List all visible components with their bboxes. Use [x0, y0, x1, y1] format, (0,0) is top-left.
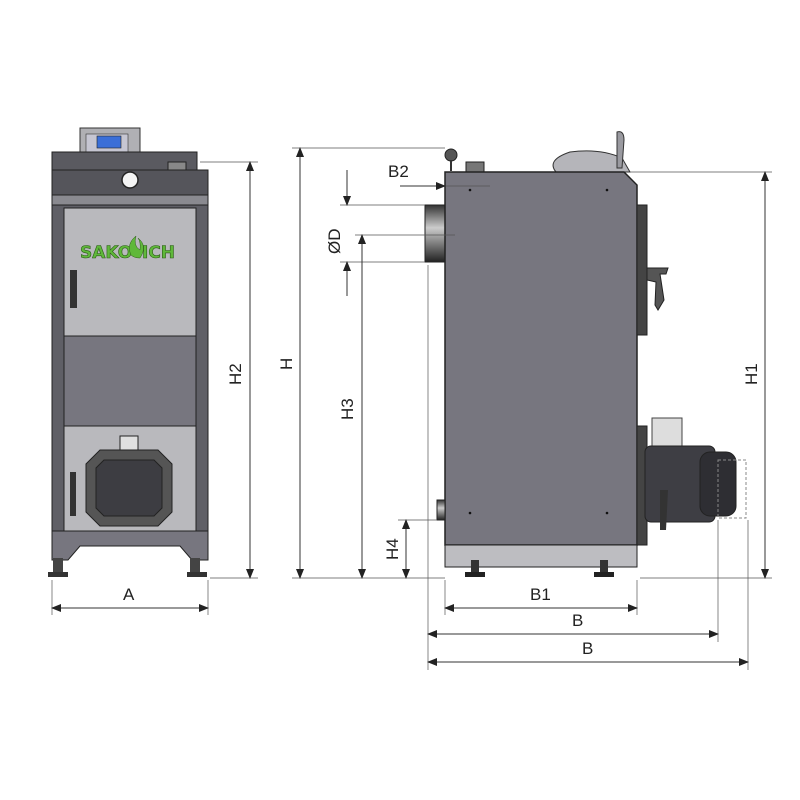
- dim-label-h1: H1: [742, 363, 761, 385]
- front-dimensions: A H2 H: [51, 147, 445, 615]
- thermometer-gauge: [121, 171, 139, 189]
- side-dimensions: B2 ØD H3 H4 B1 B B H1: [325, 162, 772, 670]
- flue-pipe: [424, 204, 446, 263]
- dim-label-a: A: [123, 585, 135, 604]
- front-view: SAKO ICH: [48, 127, 209, 577]
- dim-label-h: H: [277, 358, 296, 370]
- svg-text:ICH: ICH: [142, 243, 175, 263]
- burner-feeder: [651, 417, 683, 449]
- flame-icon: [129, 235, 144, 259]
- side-view: [424, 131, 747, 577]
- return-pipe: [436, 499, 446, 521]
- dim-label-od: ØD: [325, 229, 344, 255]
- door-handle: [70, 270, 77, 308]
- dim-label-b-total: B: [582, 639, 593, 658]
- dim-label-b1: B1: [530, 585, 551, 604]
- dim-label-h3: H3: [338, 398, 357, 420]
- middle-panel: [63, 335, 197, 427]
- dim-label-b: B: [572, 611, 583, 630]
- brand-logo: SAKO: [80, 243, 132, 263]
- dim-label-h4: H4: [383, 538, 402, 560]
- valve-knob: [444, 148, 458, 162]
- dim-label-h2: H2: [226, 363, 245, 385]
- boiler-body-side: [444, 171, 638, 546]
- display-screen: [96, 135, 122, 149]
- dim-label-b2: B2: [388, 162, 409, 181]
- base-frame: [51, 530, 209, 561]
- base-side: [444, 544, 638, 568]
- upper-door: [63, 207, 197, 337]
- door-handle-side: [646, 267, 669, 311]
